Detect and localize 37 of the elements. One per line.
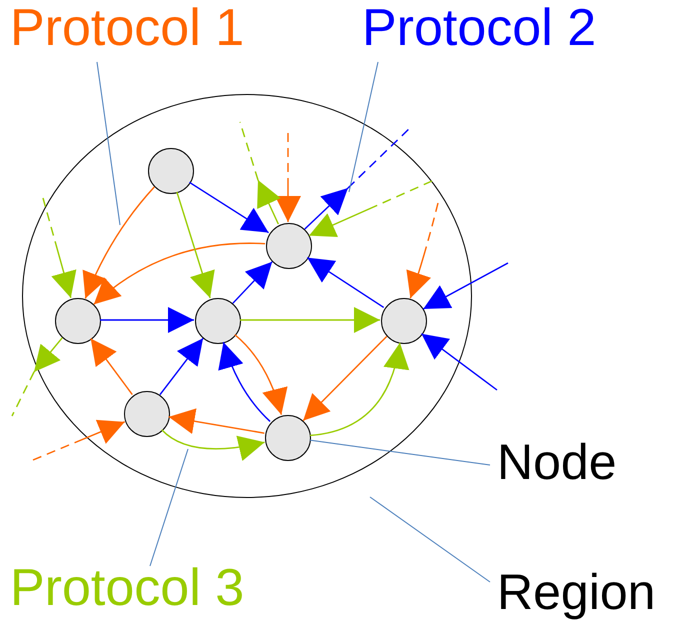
region-ellipse bbox=[22, 94, 472, 498]
arrow bbox=[421, 333, 498, 391]
arrow bbox=[161, 429, 265, 460]
arrow bbox=[168, 408, 264, 434]
callout-label: Region bbox=[497, 567, 656, 617]
arrow bbox=[42, 198, 76, 298]
arrow bbox=[90, 338, 133, 395]
arrow bbox=[159, 338, 204, 396]
callout-label: Node bbox=[497, 437, 617, 487]
arrow bbox=[306, 256, 384, 308]
arrow bbox=[406, 202, 439, 298]
leader-line bbox=[96, 62, 120, 226]
arrow bbox=[240, 307, 380, 333]
leader-line bbox=[348, 62, 378, 192]
arrow bbox=[176, 192, 215, 298]
arrow bbox=[308, 180, 432, 237]
arrow bbox=[257, 180, 281, 224]
arrow bbox=[218, 342, 271, 422]
callout-label: Protocol 2 bbox=[362, 2, 596, 54]
leader-line bbox=[309, 440, 490, 466]
callout-label: Protocol 3 bbox=[10, 562, 244, 614]
arrow bbox=[302, 336, 388, 422]
arrow bbox=[32, 420, 126, 461]
arrow bbox=[275, 133, 301, 222]
arrow bbox=[83, 186, 155, 299]
arrow bbox=[189, 182, 269, 234]
leader-line bbox=[150, 448, 188, 566]
arrow bbox=[422, 262, 508, 310]
arrow bbox=[232, 261, 273, 304]
callout-label: Protocol 1 bbox=[10, 2, 244, 54]
arrow bbox=[234, 334, 287, 415]
arrow bbox=[304, 188, 348, 230]
arrow bbox=[33, 337, 63, 372]
arrow bbox=[100, 307, 194, 333]
arrow bbox=[93, 242, 266, 305]
arrow bbox=[310, 342, 408, 436]
leader-line bbox=[370, 496, 490, 582]
